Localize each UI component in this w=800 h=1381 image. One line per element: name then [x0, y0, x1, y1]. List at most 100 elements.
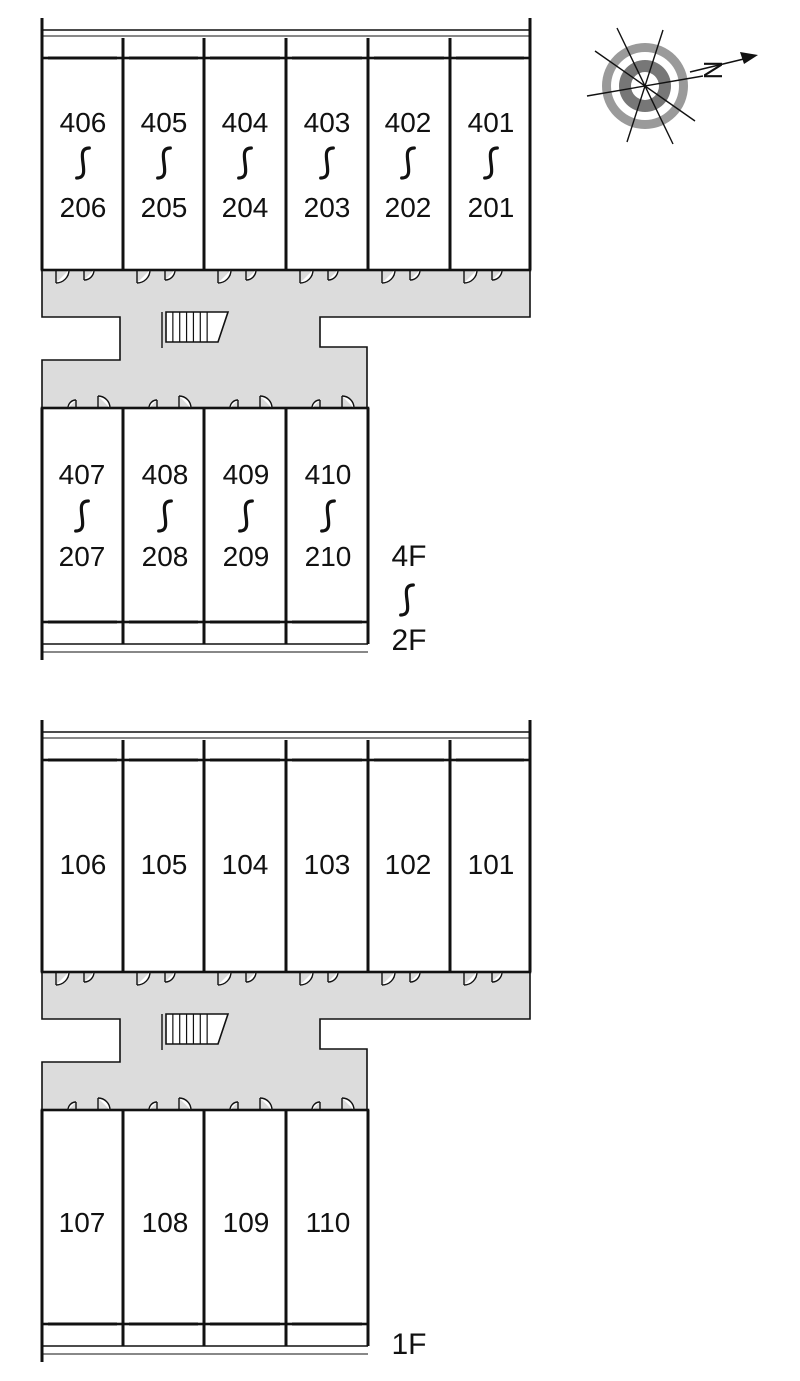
door-icon [97, 1097, 111, 1111]
door-arc [136, 269, 151, 284]
stairs-outline [165, 311, 230, 343]
unit-number: 205 [141, 192, 188, 223]
unit-number: 406 [60, 107, 107, 138]
floor-label: 4F [391, 540, 426, 573]
door-arc [409, 269, 421, 281]
door-arc [67, 399, 77, 409]
floor-plan-upper-block: 4062064052054042044032034022024012014072… [40, 18, 532, 660]
unit-number: 204 [222, 192, 269, 223]
unit-number: 109 [223, 1207, 270, 1238]
unit-number: 206 [60, 192, 107, 223]
door-icon [67, 399, 77, 409]
range-symbol [320, 499, 336, 533]
door-icon [148, 1101, 158, 1111]
unit-number: 407 [59, 459, 106, 490]
floor-label: 2F [391, 624, 426, 657]
unit-number: 408 [142, 459, 189, 490]
door-arc [409, 971, 421, 983]
door-icon [463, 269, 478, 284]
door-arc [229, 1101, 239, 1111]
stairs-icon [161, 1013, 230, 1050]
door-arc [97, 395, 111, 409]
door-icon [178, 1097, 192, 1111]
corridor [41, 971, 531, 1111]
door-icon [229, 1101, 239, 1111]
door-icon [164, 971, 176, 983]
unit-number: 203 [304, 192, 351, 223]
door-icon [463, 971, 478, 986]
unit-number: 108 [142, 1207, 189, 1238]
door-arc [245, 971, 257, 983]
door-icon [259, 395, 273, 409]
unit-number: 409 [223, 459, 270, 490]
unit-number: 101 [468, 849, 515, 880]
door-icon [341, 395, 355, 409]
door-icon [327, 269, 339, 281]
door-icon [381, 971, 396, 986]
door-arc [164, 269, 176, 281]
corridor [41, 269, 531, 409]
unit-number: 404 [222, 107, 269, 138]
unit-number: 405 [141, 107, 188, 138]
door-icon [381, 269, 396, 284]
door-icon [409, 971, 421, 983]
door-icon [311, 399, 321, 409]
door-icon [491, 269, 503, 281]
unit-number: 402 [385, 107, 432, 138]
unit-number: 103 [304, 849, 351, 880]
range-symbol [399, 583, 415, 617]
unit-number: 207 [59, 541, 106, 572]
range-symbol [157, 499, 173, 533]
unit-number: 107 [59, 1207, 106, 1238]
door-arc [381, 971, 396, 986]
door-icon [136, 269, 151, 284]
unit-number: 209 [223, 541, 270, 572]
door-arc [178, 395, 192, 409]
range-symbol [400, 146, 416, 180]
door-icon [299, 269, 314, 284]
door-icon [217, 269, 232, 284]
door-arc [164, 971, 176, 983]
unit-number: 403 [304, 107, 351, 138]
door-icon [178, 395, 192, 409]
door-arc [341, 395, 355, 409]
door-icon [327, 971, 339, 983]
door-icon [164, 269, 176, 281]
door-icon [97, 395, 111, 409]
door-arc [148, 399, 158, 409]
door-arc [327, 971, 339, 983]
door-icon [136, 971, 151, 986]
door-arc [491, 971, 503, 983]
door-arc [97, 1097, 111, 1111]
unit-number: 210 [305, 541, 352, 572]
door-icon [245, 269, 257, 281]
door-icon [259, 1097, 273, 1111]
unit-number: 202 [385, 192, 432, 223]
door-arc [381, 269, 396, 284]
door-arc [229, 399, 239, 409]
range-symbol [237, 146, 253, 180]
door-icon [83, 971, 95, 983]
range-symbol [74, 499, 90, 533]
door-arc [178, 1097, 192, 1111]
door-arc [67, 1101, 77, 1111]
door-icon [409, 269, 421, 281]
range-symbol [483, 146, 499, 180]
door-arc [341, 1097, 355, 1111]
unit-number: 201 [468, 192, 515, 223]
compass-line [626, 29, 664, 143]
stairs-icon [161, 311, 230, 348]
door-arc [491, 269, 503, 281]
door-icon [299, 971, 314, 986]
door-icon [311, 1101, 321, 1111]
door-icon [55, 269, 70, 284]
door-icon [55, 971, 70, 986]
door-icon [245, 971, 257, 983]
door-arc [463, 971, 478, 986]
door-icon [83, 269, 95, 281]
door-icon [217, 971, 232, 986]
door-arc [83, 971, 95, 983]
door-arc [136, 971, 151, 986]
